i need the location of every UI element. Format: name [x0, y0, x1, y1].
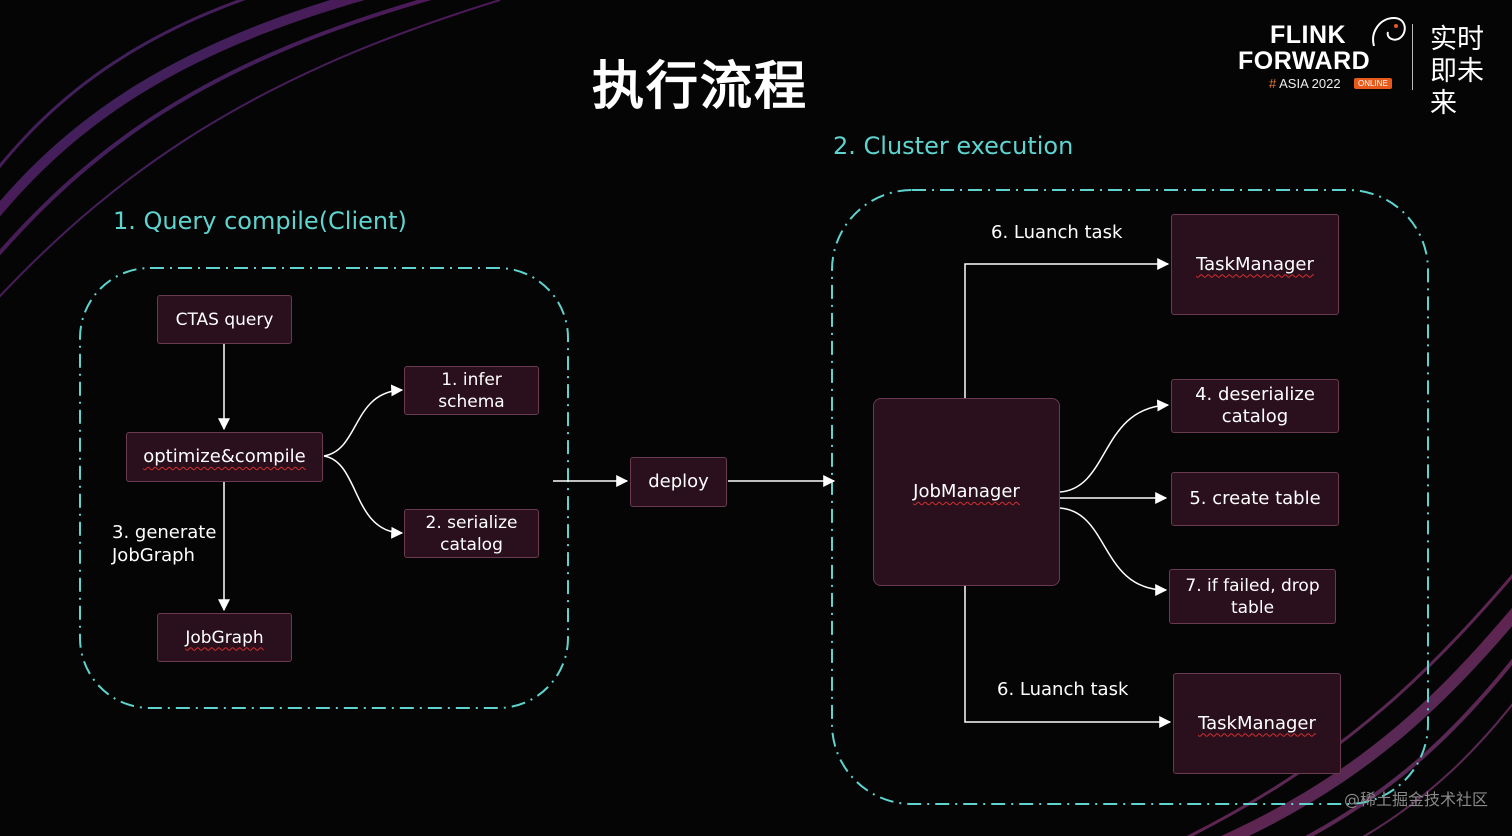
section-cluster-title: 2. Cluster execution: [833, 132, 1074, 160]
logo-line2: FORWARD: [1238, 47, 1371, 75]
deserialize-catalog-box: 4. deserialize catalog: [1171, 379, 1339, 433]
logo-slogan: 实时即未来: [1430, 24, 1484, 119]
logo-edition-year: ASIA 2022: [1279, 76, 1341, 91]
edge-jobmanager-taskmanager-bottom: [964, 586, 1172, 728]
edge-optimize-serialize: [323, 455, 404, 539]
taskmanager-bottom-box: TaskManager: [1173, 673, 1341, 774]
serialize-catalog-box: 2. serialize catalog: [404, 509, 539, 558]
logo-edition: # ASIA 2022: [1269, 76, 1341, 91]
jobgraph-label: JobGraph: [185, 627, 264, 648]
jobgraph-box: JobGraph: [157, 613, 292, 662]
watermark: @稀土掘金技术社区: [1343, 790, 1488, 809]
cluster-region: [831, 189, 1429, 805]
generate-jobgraph-label: 3. generate JobGraph: [112, 522, 217, 566]
logo-line1: FLINK: [1270, 21, 1347, 49]
edge-optimize-infer: [323, 384, 404, 457]
squirrel-icon: [1372, 16, 1406, 47]
taskmanager-bottom-label: TaskManager: [1198, 712, 1316, 734]
optimize-compile-box: optimize&compile: [126, 432, 323, 482]
edge-jobmanager-drop: [1059, 507, 1168, 596]
launch-task-top-label: 6. Luanch task: [991, 222, 1123, 243]
taskmanager-top-box: TaskManager: [1171, 214, 1339, 315]
edge-jobmanager-taskmanager-top: [964, 258, 1170, 398]
jobmanager-box: JobManager: [873, 398, 1060, 586]
flink-forward-logo: FLINK FORWARD # ASIA 2022 ONLINE 实时即未来: [1236, 16, 1496, 119]
drop-table-box: 7. if failed, drop table: [1169, 569, 1336, 624]
optimize-compile-label: optimize&compile: [143, 446, 306, 467]
taskmanager-top-label: TaskManager: [1196, 253, 1314, 275]
client-region: [79, 267, 569, 709]
ctas-query-box: CTAS query: [157, 295, 292, 344]
logo-divider: [1412, 24, 1413, 90]
logo-edition-hash: #: [1269, 76, 1277, 91]
section-client-title: 1. Query compile(Client): [113, 207, 407, 235]
deploy-box: deploy: [630, 457, 727, 507]
edge-jobmanager-deserialize: [1059, 399, 1170, 493]
jobmanager-label: JobManager: [913, 481, 1020, 502]
launch-task-bottom-label: 6. Luanch task: [997, 679, 1129, 700]
infer-schema-box: 1. infer schema: [404, 366, 539, 415]
create-table-box: 5. create table: [1171, 472, 1339, 526]
slide-title: 执行流程: [591, 57, 808, 117]
logo-online-badge: ONLINE: [1354, 78, 1392, 89]
